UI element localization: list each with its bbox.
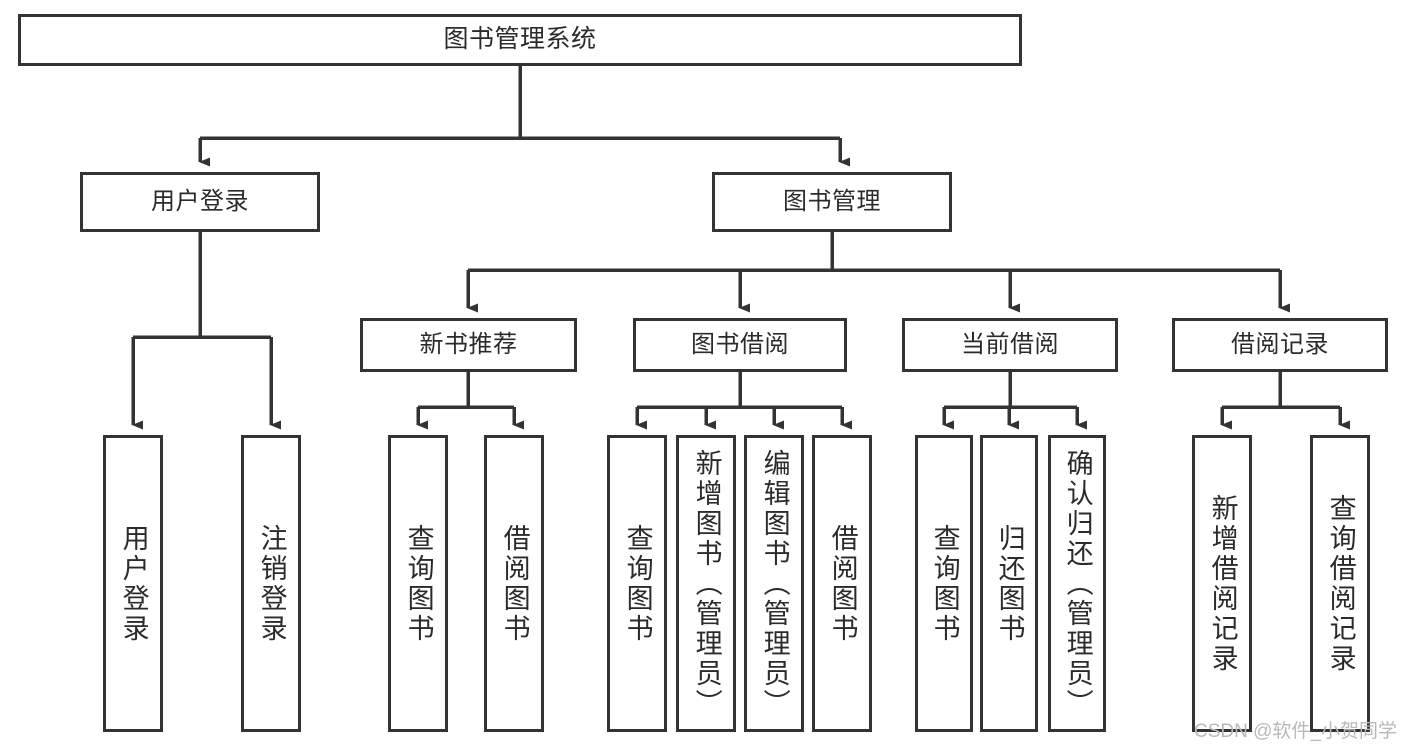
node-label: 借阅记录 [1231, 330, 1329, 358]
node-leaf-return-book[interactable]: 归还图书 [980, 435, 1038, 732]
node-user-login[interactable]: 用户登录 [80, 172, 320, 232]
node-leaf-user-login[interactable]: 用户登录 [103, 435, 163, 732]
node-label: 用户登录 [151, 187, 249, 215]
node-leaf-query-book-recommend[interactable]: 查询图书 [388, 435, 448, 732]
node-leaf-edit-book-admin[interactable]: 编辑图书（管理员） [744, 435, 804, 732]
watermark: CSDN @软件_小贺同学 [1194, 721, 1397, 742]
node-label: 借阅图书 [499, 523, 530, 644]
node-label: 查询借阅记录 [1325, 493, 1356, 674]
node-label: 查询图书 [403, 523, 434, 644]
node-label: 归还图书 [994, 523, 1025, 644]
node-leaf-add-book-admin[interactable]: 新增图书（管理员） [676, 435, 736, 732]
node-book-borrow[interactable]: 图书借阅 [633, 318, 847, 372]
node-leaf-query-borrow-record[interactable]: 查询借阅记录 [1310, 435, 1370, 732]
node-label: 注销登录 [256, 523, 287, 644]
node-leaf-borrow-book[interactable]: 借阅图书 [812, 435, 872, 732]
node-label: 查询图书 [929, 523, 960, 644]
node-label: 新增图书（管理员） [691, 448, 722, 719]
node-book-management[interactable]: 图书管理 [712, 172, 952, 232]
node-label: 图书管理 [783, 187, 881, 215]
node-leaf-query-book-current[interactable]: 查询图书 [915, 435, 973, 732]
node-leaf-logout[interactable]: 注销登录 [241, 435, 301, 732]
node-leaf-query-book-borrow[interactable]: 查询图书 [607, 435, 667, 732]
node-label: 图书借阅 [691, 330, 789, 358]
node-current-borrow[interactable]: 当前借阅 [902, 318, 1118, 372]
node-label: 图书管理系统 [443, 25, 597, 54]
node-label: 确认归还（管理员） [1062, 448, 1093, 719]
node-label: 新增借阅记录 [1207, 493, 1238, 674]
node-leaf-borrow-book-recommend[interactable]: 借阅图书 [484, 435, 544, 732]
node-label: 新书推荐 [419, 330, 518, 358]
node-label: 借阅图书 [827, 523, 858, 644]
node-leaf-confirm-return-admin[interactable]: 确认归还（管理员） [1048, 435, 1106, 732]
node-borrow-record[interactable]: 借阅记录 [1172, 318, 1388, 372]
node-root-book-management-system[interactable]: 图书管理系统 [18, 14, 1022, 66]
node-leaf-add-borrow-record[interactable]: 新增借阅记录 [1192, 435, 1252, 732]
node-label: 查询图书 [622, 523, 653, 644]
node-label: 当前借阅 [961, 330, 1059, 358]
node-label: 编辑图书（管理员） [759, 448, 790, 719]
node-label: 用户登录 [118, 523, 149, 644]
node-new-book-recommend[interactable]: 新书推荐 [360, 318, 577, 372]
